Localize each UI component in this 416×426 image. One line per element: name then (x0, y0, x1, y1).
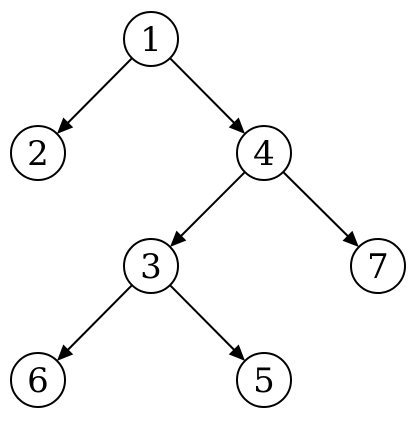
edges-layer (57, 57, 359, 361)
node-label: 3 (140, 247, 162, 287)
edge-line (169, 284, 236, 352)
arrow-head-icon (228, 117, 245, 134)
edge-n3-n6 (57, 284, 133, 361)
tree-node-6: 6 (10, 352, 66, 408)
tree-node-2: 2 (10, 125, 66, 181)
node-label: 4 (253, 134, 275, 174)
arrow-head-icon (57, 344, 74, 361)
edge-line (179, 171, 246, 238)
arrow-head-icon (228, 344, 245, 361)
edge-line (66, 57, 133, 125)
node-circle (10, 352, 66, 408)
arrow-head-icon (170, 230, 187, 247)
node-circle (236, 352, 292, 408)
edge-line (169, 57, 236, 125)
node-label: 2 (27, 134, 49, 174)
node-circle (123, 11, 179, 67)
edge-n4-n3 (170, 171, 246, 247)
tree-node-7: 7 (350, 238, 406, 294)
edge-line (66, 284, 133, 352)
edge-line (282, 171, 350, 238)
edge-n4-n7 (282, 171, 359, 247)
node-circle (236, 125, 292, 181)
node-label: 7 (367, 247, 389, 287)
tree-node-3: 3 (123, 238, 179, 294)
node-label: 1 (140, 20, 162, 60)
tree-node-5: 5 (236, 352, 292, 408)
node-label: 6 (27, 361, 49, 401)
node-circle (123, 238, 179, 294)
arrow-head-icon (342, 230, 359, 247)
node-label: 5 (253, 361, 275, 401)
edge-n1-n4 (169, 57, 245, 134)
node-circle (10, 125, 66, 181)
tree-node-1: 1 (123, 11, 179, 67)
edge-n1-n2 (57, 57, 133, 134)
nodes-layer: 1 2 4 3 7 6 5 (10, 11, 406, 408)
arrow-head-icon (57, 117, 74, 134)
tree-node-4: 4 (236, 125, 292, 181)
node-circle (350, 238, 406, 294)
edge-n3-n5 (169, 284, 245, 361)
